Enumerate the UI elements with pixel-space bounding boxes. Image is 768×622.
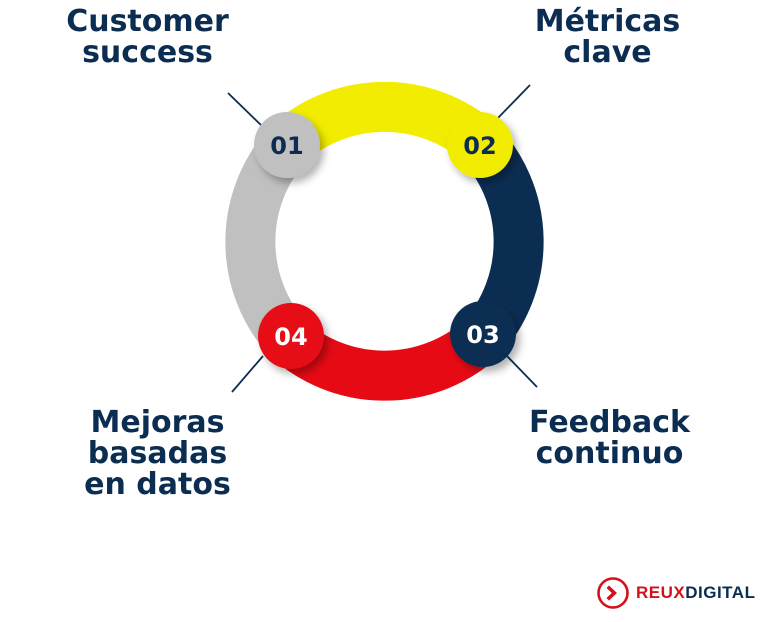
step-number-2: 02	[463, 132, 496, 160]
step-label-1: Customer success	[66, 4, 229, 70]
brand-name: REUXDIGITAL	[636, 576, 755, 610]
chevron-right-circle-icon	[597, 577, 629, 609]
brand-logo: REUXDIGITAL	[596, 576, 755, 610]
step-marker-4: 04	[258, 303, 324, 369]
step-label-3: Feedback continuo	[529, 405, 690, 471]
connector-line-1	[227, 92, 263, 127]
brand-name-part2: DIGITAL	[685, 583, 756, 602]
connector-line-3	[504, 353, 538, 388]
step-marker-1: 01	[254, 112, 320, 178]
step-number-4: 04	[274, 323, 307, 351]
step-marker-3: 03	[450, 301, 516, 367]
connector-line-4	[231, 355, 264, 393]
connector-line-2	[495, 84, 531, 121]
step-number-3: 03	[466, 321, 499, 349]
step-label-2: Métricas clave	[534, 4, 681, 70]
step-label-4: Mejoras basadas en datos	[84, 405, 231, 502]
step-number-1: 01	[270, 132, 303, 160]
brand-name-part1: REUX	[636, 583, 686, 602]
step-marker-2: 02	[447, 112, 513, 178]
